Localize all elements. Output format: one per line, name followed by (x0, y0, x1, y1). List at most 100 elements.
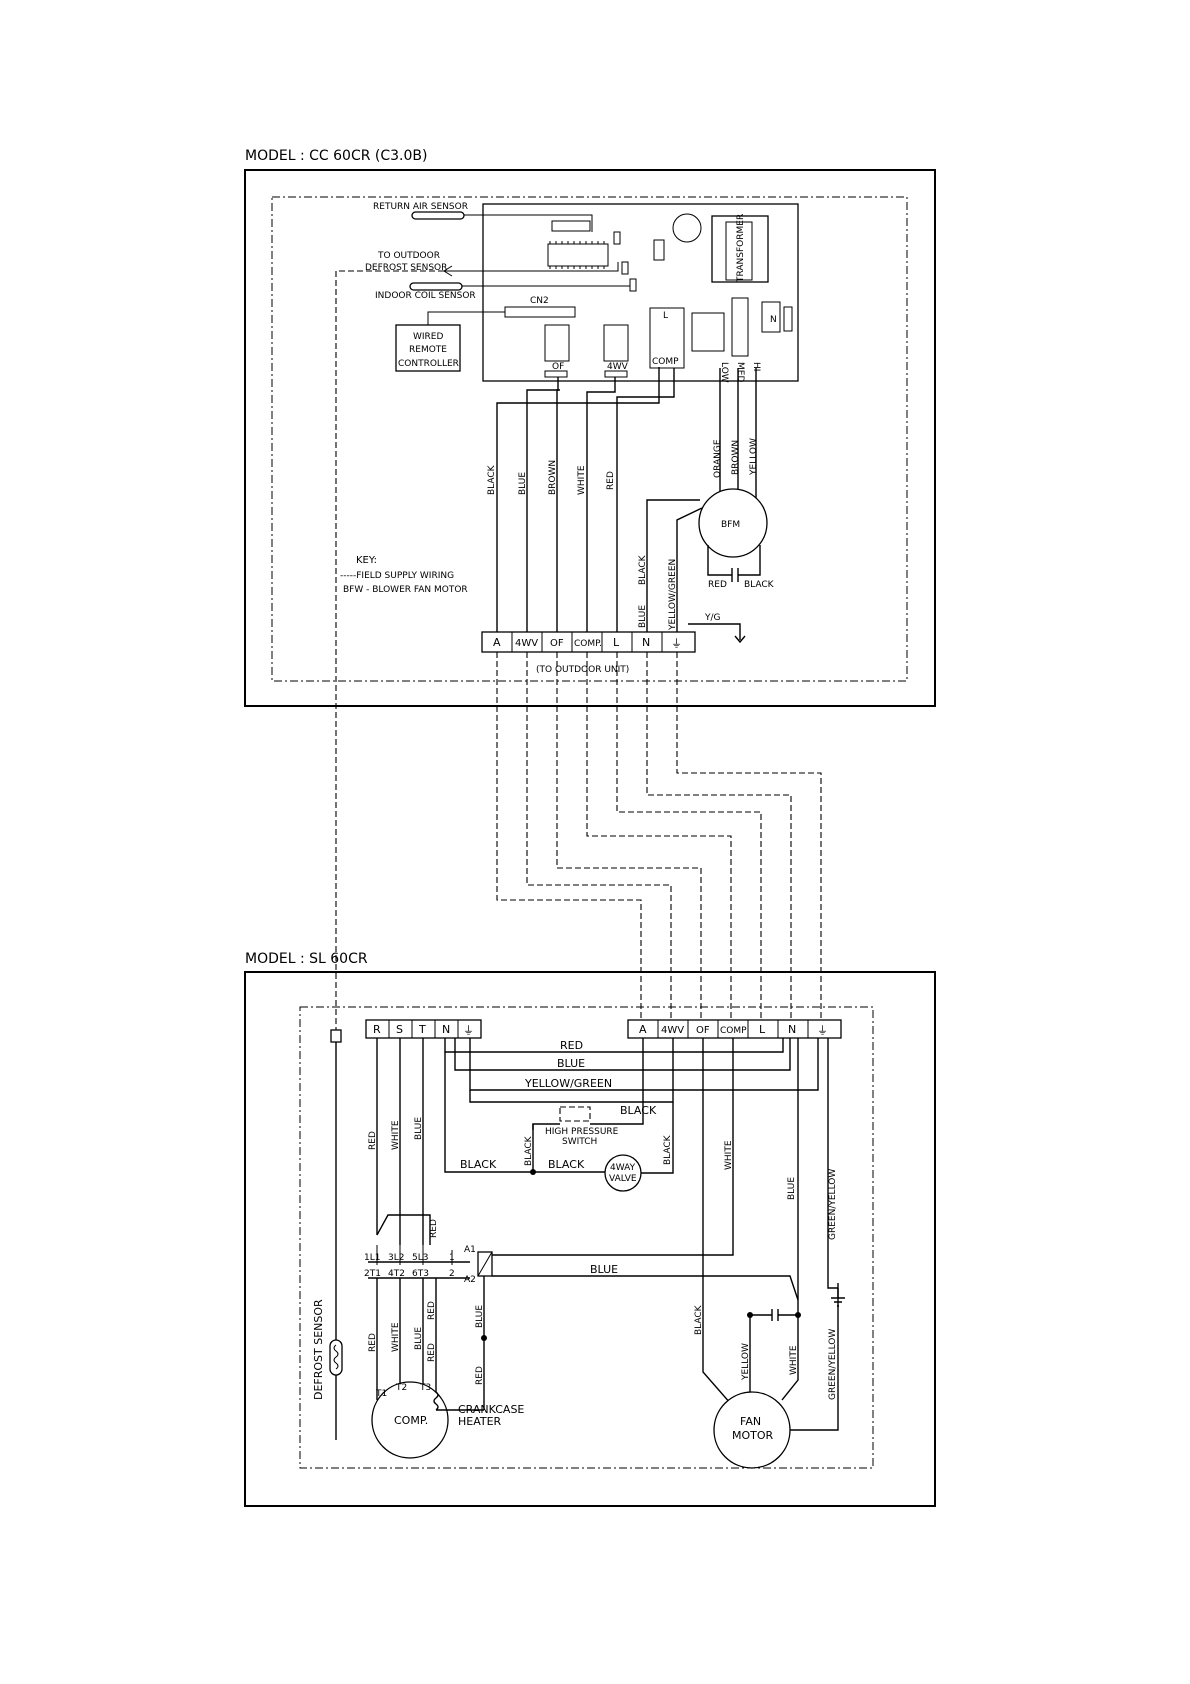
wire-yg-earth (676, 507, 703, 634)
speed-low-label: LOW (719, 362, 729, 383)
defrost-sensor-label: DEFROST SENSOR (312, 1299, 325, 1400)
wire-red-l (616, 368, 675, 634)
ow-yg (469, 1038, 819, 1091)
contactor-3l2: 3L2 (388, 1253, 404, 1263)
field-supply-wiring (496, 652, 822, 1024)
crankcase-heater-coil (433, 1391, 484, 1411)
speed-hi-label: HI (751, 362, 761, 371)
ctrl-terminal-comp: COMP (720, 1026, 747, 1036)
relay-fan (691, 312, 725, 352)
hps-label-2: SWITCH (562, 1137, 597, 1147)
fan-label-1: FAN (740, 1415, 761, 1428)
low-blue2-label: BLUE (475, 1305, 485, 1328)
fan-black-label: BLACK (694, 1304, 704, 1335)
of-label: OF (552, 362, 564, 372)
ctrl-terminal-4wv: 4WV (661, 1025, 684, 1036)
indoor-coil-sensor-label: INDOOR COIL SENSOR (375, 291, 476, 301)
indoor-terminal-l: L (613, 636, 620, 649)
wire-black2-label: BLACK (638, 554, 648, 585)
pcb-connector-1 (613, 231, 621, 245)
transformer-box (711, 215, 769, 283)
coil-a2: A2 (464, 1275, 476, 1285)
yg-earth-arrow (734, 635, 746, 644)
wire-brown-label: BROWN (548, 460, 558, 495)
four-way-valve (604, 1154, 642, 1192)
indoor-unit: MODEL : CC 60CR (C3.0B) TRANSFORMER CN2 … (244, 148, 936, 1030)
indoor-model-label: MODEL : CC 60CR (C3.0B) (245, 148, 427, 164)
wired-remote-label-2: REMOTE (409, 345, 447, 355)
contactor-1: 1 (449, 1253, 455, 1263)
relay-comp (649, 307, 685, 369)
fan-label-2: MOTOR (732, 1429, 774, 1442)
to-outdoor-unit-label: (TO OUTDOOR UNIT) (536, 665, 629, 675)
to-outdoor-arrow-wire (444, 262, 619, 272)
contactor-1l1: 1L1 (364, 1253, 380, 1263)
wire-white-label: WHITE (577, 465, 587, 495)
wire-orange-label: ORANGE (713, 439, 723, 478)
ow-white-r (702, 1038, 746, 1421)
indoor-inner-frame (271, 196, 908, 682)
pcb-ic-pins (549, 241, 605, 269)
comp-red-top-wire (376, 1214, 431, 1245)
fan-gy-label: GREEN/YELLOW (828, 1329, 838, 1400)
pcb-connector-3 (629, 278, 637, 292)
4wv-pcb-label: 4WV (607, 362, 629, 372)
low-red-label: RED (368, 1333, 378, 1352)
defrost-field-wire (335, 270, 444, 1030)
low-blue2-junction (481, 1335, 487, 1341)
cap-red-label: RED (708, 580, 727, 590)
bfm-capacitor-wire (707, 545, 761, 576)
ow-black-h (444, 1052, 605, 1173)
relay-comp-label: COMP (652, 357, 679, 367)
ow-blue-label: BLUE (557, 1057, 585, 1070)
wire-brown-of (556, 389, 560, 634)
ow-yg-label: YELLOW/GREEN (524, 1077, 612, 1090)
bfm-circle (698, 488, 768, 558)
fan-gy-wire (790, 1288, 839, 1431)
wire-blue-label: BLUE (518, 472, 528, 495)
indoor-terminal-of: OF (550, 638, 564, 649)
coil-a1-wire (492, 1038, 734, 1256)
contactor-2: 2 (449, 1269, 455, 1279)
comp-blue-label: BLUE (414, 1117, 424, 1140)
ow-red (444, 1038, 784, 1053)
comp-red-label: RED (368, 1131, 378, 1150)
defrost-sensor-connector (330, 1029, 342, 1043)
compressor (371, 1381, 449, 1459)
transformer-label: TRANSFORMER (736, 214, 746, 283)
ctrl-terminal-a: A (639, 1023, 647, 1036)
low-red3-label: RED (427, 1343, 437, 1362)
indoor-terminal-earth: ⏚ (671, 637, 682, 650)
comp-t2: T2 (395, 1383, 407, 1393)
crank-label-2: HEATER (458, 1415, 502, 1428)
relay-l-label: L (663, 311, 668, 321)
ow-black-junction (530, 1169, 536, 1175)
power-terminal-r: R (373, 1023, 381, 1036)
ctrl-terminal-of: OF (696, 1025, 710, 1036)
wired-remote-wire (427, 311, 505, 325)
ow-red-label: RED (560, 1039, 583, 1052)
contactor-4t2: 4T2 (388, 1269, 405, 1279)
bfm-label: BFM (721, 520, 740, 530)
ow-black-h2-label: BLACK (548, 1158, 585, 1171)
fuse (783, 306, 793, 332)
to-outdoor-label-2: DEFROST SENSOR (365, 263, 447, 273)
wired-remote-label-1: WIRED (413, 332, 443, 342)
wire-yellow-label: YELLOW (749, 438, 759, 476)
contactor-2t1: 2T1 (364, 1269, 381, 1279)
hps-label-1: HIGH PRESSURE (545, 1127, 619, 1137)
indoor-outer-frame (244, 169, 936, 707)
wire-black-n (646, 499, 700, 634)
pcb-chip-small (551, 220, 591, 232)
power-terminal-earth: ⏚ (463, 1024, 474, 1037)
return-air-sensor (411, 211, 465, 220)
pcb-chip-ic (547, 243, 609, 267)
ow-gy-r-label: GREEN/YELLOW (828, 1169, 838, 1240)
coil-a2-blue-wire (492, 1275, 799, 1301)
comp-t3: T3 (419, 1383, 431, 1393)
ctrl-terminal-n: N (788, 1023, 796, 1036)
low-white-label: WHITE (391, 1322, 401, 1352)
coil-blue-label: BLUE (590, 1263, 618, 1276)
fan-capacitor (750, 1309, 798, 1321)
